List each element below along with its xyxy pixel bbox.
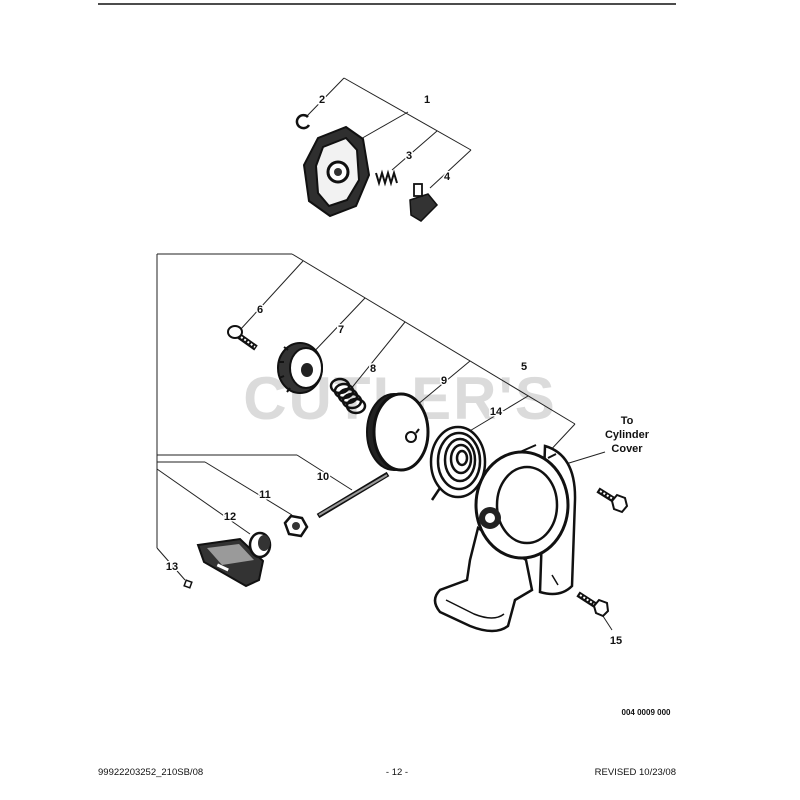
leader-line-2 [305, 77, 345, 118]
reel-hub [405, 431, 417, 443]
bolt-head [610, 493, 629, 514]
spring-coil [345, 397, 367, 415]
footer-doc-number: 99922203252_210SB/08 [98, 767, 203, 778]
leader-line-7 [307, 297, 366, 359]
part-3-spring [375, 169, 398, 187]
leader-line-main-diagonal [291, 253, 576, 425]
footer-revised: REVISED 10/23/08 [595, 767, 676, 778]
part-2-e-clip [295, 113, 311, 130]
part-7-hub [277, 342, 323, 394]
spiral-ring [436, 431, 482, 491]
callout-7: 7 [338, 324, 344, 336]
footer-page-number: - 12 - [386, 767, 408, 778]
figure-number: 004 0009 000 [622, 708, 671, 717]
part-8-spring [329, 377, 367, 415]
housing-detail [551, 574, 559, 586]
spiral-ring [449, 443, 473, 475]
part-9-reel [366, 392, 430, 472]
handle-neck-bore [258, 535, 270, 551]
hub-center [301, 363, 313, 377]
nut-hole [292, 522, 300, 530]
note-cover: Cover [611, 443, 643, 455]
part-6-bolt [227, 325, 258, 351]
pawl-lever [409, 193, 439, 222]
callout-5: 5 [521, 361, 527, 373]
callout-13: 13 [166, 561, 178, 573]
handle-slot [216, 563, 229, 572]
housing-drum-opening [495, 465, 559, 545]
callout-11: 11 [259, 489, 271, 501]
bolt-thread [579, 594, 595, 605]
bolt-thread [240, 336, 256, 348]
housing-boss-hole [485, 513, 495, 523]
callout-14: 14 [490, 406, 503, 418]
callout-1: 1 [424, 94, 430, 106]
rope-core [318, 474, 388, 516]
page-footer: 99922203252_210SB/08 - 12 - REVISED 10/2… [98, 767, 676, 778]
spiral-ring [443, 437, 477, 483]
housing-lugs [519, 444, 557, 459]
housing-bore-center [334, 168, 342, 176]
part-10-rope [316, 471, 390, 519]
leader-line-3 [391, 130, 438, 171]
part-14-spiral-spring [429, 425, 487, 501]
spiral-ring [455, 449, 469, 467]
leader-line-10 [296, 454, 353, 491]
note-cylinder: Cylinder [605, 429, 650, 441]
reel-face [372, 392, 430, 472]
part-5-starter-housing [433, 444, 577, 633]
leader-lines-main-group [156, 253, 613, 631]
callout-6: 6 [257, 304, 263, 316]
part-4-pawl [409, 183, 439, 222]
part-13-clip [183, 579, 193, 589]
leader-line-13 [156, 547, 186, 581]
part-12-handle [196, 531, 272, 588]
callout-2: 2 [319, 94, 325, 106]
leader-line-11 [204, 461, 293, 516]
handle-grip-highlight [207, 544, 254, 565]
callout-labels: 1 2 3 4 5 6 7 8 9 10 11 12 13 14 15 [164, 93, 623, 649]
note-to: To [621, 415, 634, 427]
bolt-thread [599, 490, 614, 500]
bolt-head [227, 325, 243, 339]
spiral-tail [430, 487, 442, 501]
leader-line-12 [156, 468, 251, 535]
leader-line-4 [429, 149, 472, 189]
part-11-nut [283, 514, 309, 538]
cylinder-cover-note: To Cylinder Cover [605, 415, 650, 455]
callout-9: 9 [441, 375, 447, 387]
callout-12: 12 [224, 511, 236, 523]
cylinder-cover-bolt [596, 487, 629, 514]
callout-3: 3 [406, 150, 412, 162]
leader-lines-top-group [305, 77, 472, 189]
part-1-housing [302, 125, 371, 218]
part-15-bolt [576, 591, 610, 618]
leader-line-6 [239, 260, 304, 331]
reel-hook [415, 428, 420, 434]
leader-line-14 [467, 395, 529, 433]
housing-foot-edge [445, 599, 505, 619]
leader-line-group-1 [343, 77, 472, 151]
pawl-pin [413, 183, 423, 197]
callout-4: 4 [444, 171, 451, 183]
callout-10: 10 [317, 471, 329, 483]
hub-teeth [278, 346, 291, 393]
callout-15: 15 [610, 635, 622, 647]
leader-line-8 [349, 321, 406, 391]
bolt-head [592, 598, 610, 618]
callout-8: 8 [370, 363, 376, 375]
